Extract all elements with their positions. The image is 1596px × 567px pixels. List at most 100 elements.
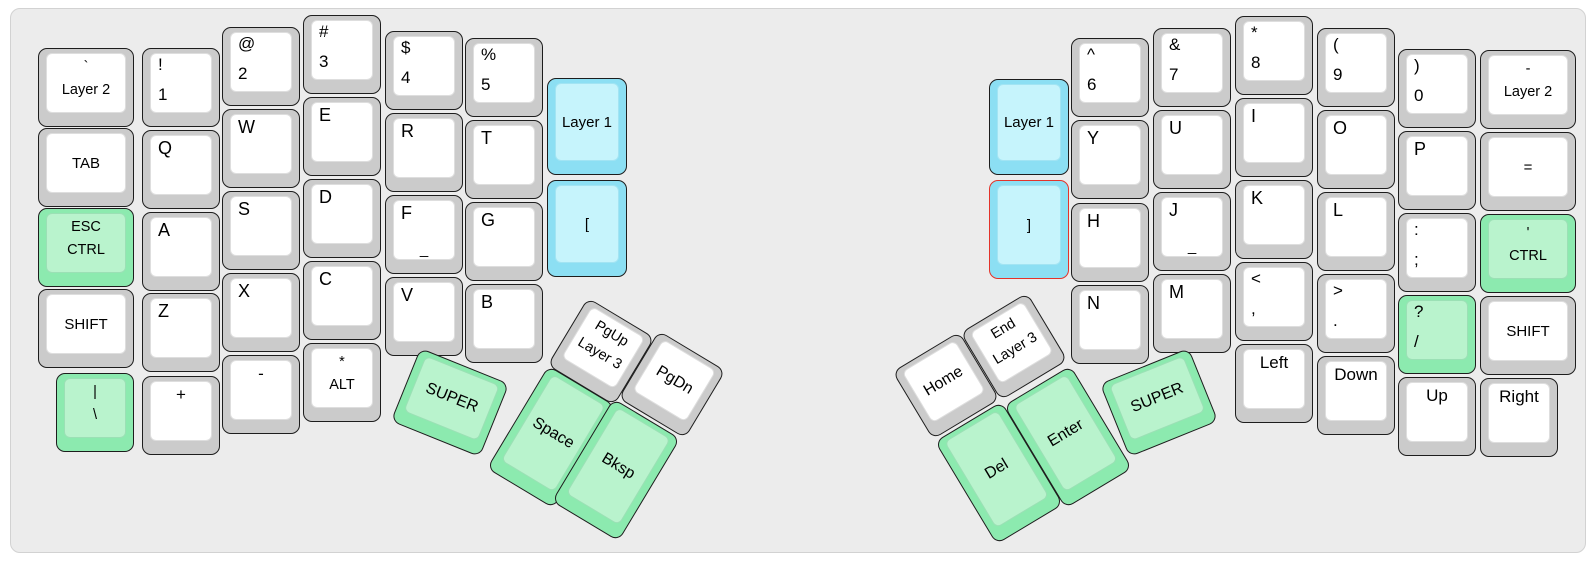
- key-s[interactable]: S: [222, 191, 300, 270]
- key-question-slash[interactable]: ?/: [1398, 295, 1476, 374]
- key-b[interactable]: B: [465, 284, 543, 363]
- key-star-alt[interactable]: *ALT: [303, 343, 381, 422]
- key-i[interactable]: I: [1235, 98, 1313, 177]
- key-label: Bksp: [598, 449, 639, 483]
- keycap-face: =: [1488, 137, 1568, 197]
- key-label: N: [1087, 293, 1100, 313]
- key-colon-semicolon[interactable]: :;: [1398, 213, 1476, 292]
- keycap-face: (9: [1325, 33, 1387, 93]
- key-x[interactable]: X: [222, 273, 300, 352]
- key-comma[interactable]: <,: [1235, 262, 1313, 341]
- keycap-face: +: [150, 381, 212, 441]
- key-9[interactable]: (9: [1317, 28, 1395, 107]
- keycap-face: %5: [473, 43, 535, 103]
- key-m[interactable]: M: [1153, 274, 1231, 353]
- key-label: /: [1414, 332, 1419, 351]
- key-period[interactable]: >.: [1317, 274, 1395, 353]
- key-5[interactable]: %5: [465, 38, 543, 117]
- key-p[interactable]: P: [1398, 131, 1476, 210]
- key-plus[interactable]: +: [142, 376, 220, 455]
- key-label: Left: [1259, 353, 1289, 372]
- keycap-face: <,: [1243, 267, 1305, 327]
- key-minus-left[interactable]: -: [222, 355, 300, 434]
- key-label: [: [584, 215, 590, 233]
- key-3[interactable]: #3: [303, 15, 381, 94]
- key-6[interactable]: ^6: [1071, 38, 1149, 117]
- key-v[interactable]: V: [385, 277, 463, 356]
- key-1[interactable]: !1: [142, 48, 220, 127]
- key-w[interactable]: W: [222, 109, 300, 188]
- keycap-face: SHIFT: [46, 294, 126, 354]
- keycap-face: @2: [230, 32, 292, 92]
- key-e[interactable]: E: [303, 97, 381, 176]
- key-tab[interactable]: TAB: [38, 128, 134, 207]
- key-label: Up: [1426, 386, 1448, 405]
- key-super-right[interactable]: SUPER: [1099, 347, 1219, 458]
- keycap-face: L: [1325, 197, 1387, 257]
- key-label: `: [83, 59, 89, 75]
- key-label: SHIFT: [64, 315, 108, 333]
- key-arrow-down[interactable]: Down: [1317, 356, 1395, 435]
- key-layer1-left[interactable]: Layer 1: [547, 78, 627, 175]
- key-q[interactable]: Q: [142, 130, 220, 209]
- key-j[interactable]: J_: [1153, 192, 1231, 271]
- key-r[interactable]: R: [385, 113, 463, 192]
- key-c[interactable]: C: [303, 261, 381, 340]
- key-arrow-left[interactable]: Left: [1235, 344, 1313, 423]
- key-2[interactable]: @2: [222, 27, 300, 106]
- key-y[interactable]: Y: [1071, 120, 1149, 199]
- keycap-face: `Layer 2: [46, 53, 126, 113]
- key-pipe-backslash[interactable]: |\: [56, 373, 134, 452]
- key-label: J: [1169, 200, 1178, 220]
- key-label: S: [238, 199, 251, 219]
- key-l[interactable]: L: [1317, 192, 1395, 271]
- keycap-face: &7: [1161, 33, 1223, 93]
- keycap-face: P: [1406, 136, 1468, 196]
- key-f[interactable]: F_: [385, 195, 463, 274]
- key-g[interactable]: G: [465, 202, 543, 281]
- key-minus-layer2[interactable]: -Layer 2: [1480, 50, 1576, 129]
- key-label: _: [419, 241, 429, 258]
- key-d[interactable]: D: [303, 179, 381, 258]
- key-label: PgDn: [653, 362, 697, 398]
- keycap-face: O: [1325, 115, 1387, 175]
- key-u[interactable]: U: [1153, 110, 1231, 189]
- key-label: 1: [158, 85, 168, 104]
- key-7[interactable]: &7: [1153, 28, 1231, 107]
- key-left-bracket[interactable]: [: [547, 180, 627, 277]
- keycap-face: S: [230, 196, 292, 256]
- key-4[interactable]: $4: [385, 31, 463, 110]
- key-shift-left[interactable]: SHIFT: [38, 289, 134, 368]
- key-o[interactable]: O: [1317, 110, 1395, 189]
- key-0[interactable]: )0: [1398, 49, 1476, 128]
- key-t[interactable]: T: [465, 120, 543, 199]
- keycap-face: U: [1161, 115, 1223, 175]
- key-z[interactable]: Z: [142, 293, 220, 372]
- key-a[interactable]: A: [142, 212, 220, 291]
- key-grave-layer2[interactable]: `Layer 2: [38, 48, 134, 127]
- keycap-face: >.: [1325, 279, 1387, 339]
- key-arrow-right[interactable]: Right: [1480, 378, 1558, 457]
- keycap-face: X: [230, 278, 292, 338]
- key-8[interactable]: *8: [1235, 16, 1313, 95]
- key-label: L: [1333, 200, 1344, 220]
- keycap-face: ]: [997, 185, 1061, 265]
- keycap-face: D: [311, 184, 373, 244]
- key-super-left[interactable]: SUPER: [390, 347, 510, 458]
- key-equals[interactable]: =: [1480, 132, 1576, 211]
- key-label: 3: [319, 52, 329, 71]
- key-shift-right[interactable]: SHIFT: [1480, 296, 1576, 375]
- key-label: ?: [1414, 302, 1424, 321]
- key-k[interactable]: K: [1235, 180, 1313, 259]
- key-label: X: [238, 281, 251, 301]
- key-arrow-up[interactable]: Up: [1398, 377, 1476, 456]
- key-n[interactable]: N: [1071, 285, 1149, 364]
- key-h[interactable]: H: [1071, 203, 1149, 282]
- keycap-face: TAB: [46, 133, 126, 193]
- key-layer1-right[interactable]: Layer 1: [989, 79, 1069, 175]
- key-quote-ctrl[interactable]: 'CTRL: [1480, 214, 1576, 293]
- key-right-bracket[interactable]: ]: [989, 180, 1069, 279]
